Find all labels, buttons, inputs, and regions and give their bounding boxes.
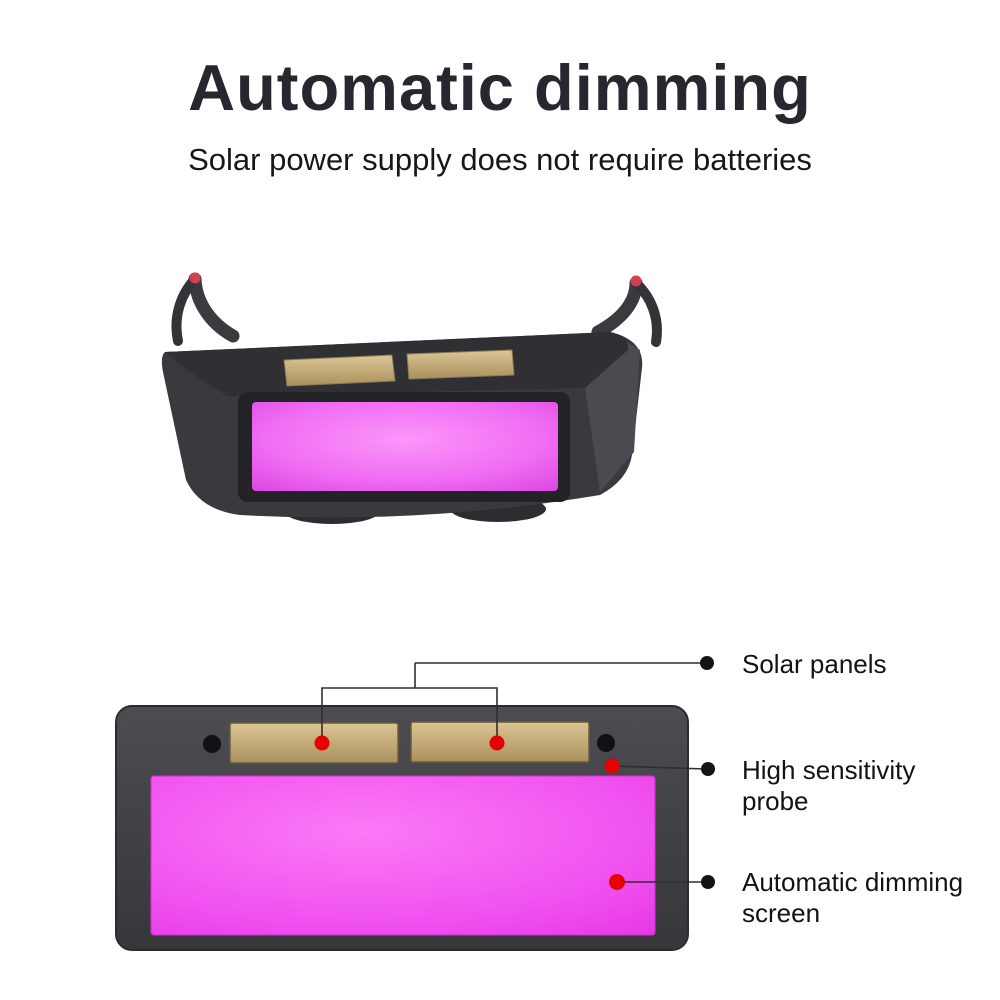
photo-solar-panel-left (283, 354, 396, 387)
marker-dots (314, 656, 715, 890)
photo-solar-panel-right (406, 349, 515, 380)
right-temple-tip-dot (630, 275, 642, 287)
left-temple-tip-dot (189, 272, 201, 284)
page-subtitle: Solar power supply does not require batt… (188, 142, 812, 177)
marker-red-solar-left (314, 735, 330, 751)
solar-panels-label: Solar panels (742, 649, 887, 679)
high-sensitivity-probe-label: High sensitivity probe (742, 755, 916, 816)
callout-lines (321, 662, 707, 883)
callout-dot-screen (701, 875, 715, 889)
photo-dimming-lens (252, 402, 558, 491)
marker-red-screen (609, 874, 625, 890)
callout-dot-probe (701, 762, 715, 776)
diagram-dimming-screen (150, 775, 656, 936)
diagram-solar-panel-left (229, 722, 399, 764)
marker-red-probe (604, 758, 620, 774)
marker-red-solar-right (489, 735, 505, 751)
page-title: Automatic dimming (188, 51, 812, 124)
goggles-top-face (165, 332, 629, 396)
automatic-dimming-screen-label: Automatic dimming screen (742, 867, 964, 928)
callout-dot-solar (700, 656, 714, 670)
right-temple-fold-icon (631, 278, 662, 347)
goggles-diagram (115, 705, 689, 951)
left-temple-fold-icon (171, 274, 200, 346)
goggles-photo (161, 272, 662, 524)
left-temple-icon (188, 272, 240, 343)
right-temple-icon (591, 276, 643, 339)
probe-callout-lead (611, 765, 707, 770)
probe-right-icon (597, 734, 615, 752)
probe-left-icon (203, 735, 221, 753)
solar-panels-callout-line (321, 687, 498, 743)
